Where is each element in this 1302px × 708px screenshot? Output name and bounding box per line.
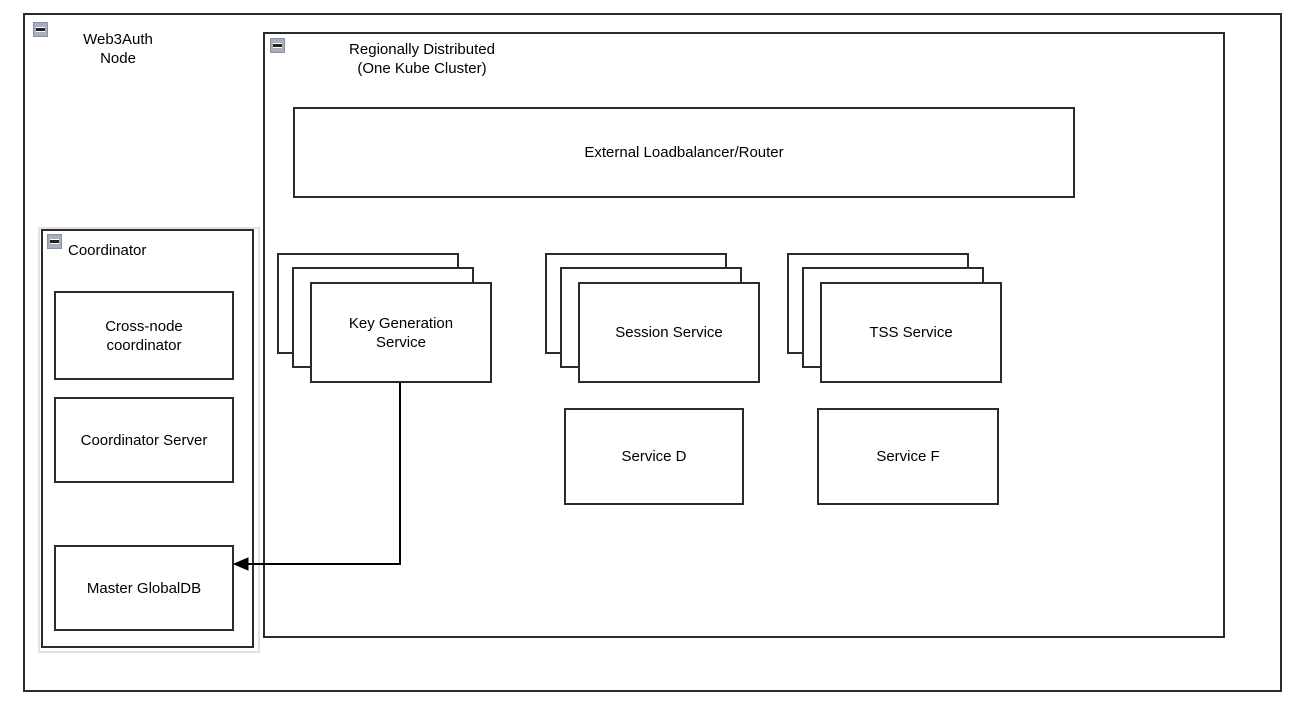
coordinator-label: Coordinator	[68, 242, 147, 259]
arrowhead-icon	[232, 557, 249, 571]
service-f[interactable]: Service F	[817, 408, 999, 505]
session-service-replica-1[interactable]	[578, 282, 760, 383]
coordinator-server[interactable]: Coordinator Server	[54, 397, 234, 483]
tss-service-replica-1[interactable]	[820, 282, 1002, 383]
collapse-minus-icon[interactable]	[47, 234, 62, 249]
service-d[interactable]: Service D	[564, 408, 744, 505]
collapse-minus-icon[interactable]	[33, 22, 48, 37]
minus-glyph	[36, 27, 45, 32]
key-generation-service-replica-1[interactable]	[310, 282, 492, 383]
session-service-stack[interactable]: Session Service	[545, 253, 760, 383]
master-globaldb[interactable]: Master GlobalDB	[54, 545, 234, 631]
cross-node-coordinator[interactable]: Cross-node coordinator	[54, 291, 234, 380]
web3auth-node-label: Web3Auth Node	[83, 31, 153, 67]
connector-kgs-to-master-globaldb	[232, 383, 401, 571]
minus-glyph	[273, 43, 282, 48]
minus-glyph	[50, 239, 59, 244]
collapse-minus-icon[interactable]	[270, 38, 285, 53]
connector-path	[240, 383, 401, 565]
external-loadbalancer-router[interactable]: External Loadbalancer/Router	[293, 107, 1075, 198]
key-generation-service-stack[interactable]: Key Generation Service	[277, 253, 492, 383]
kube-cluster-label: Regionally Distributed (One Kube Cluster…	[349, 41, 495, 77]
